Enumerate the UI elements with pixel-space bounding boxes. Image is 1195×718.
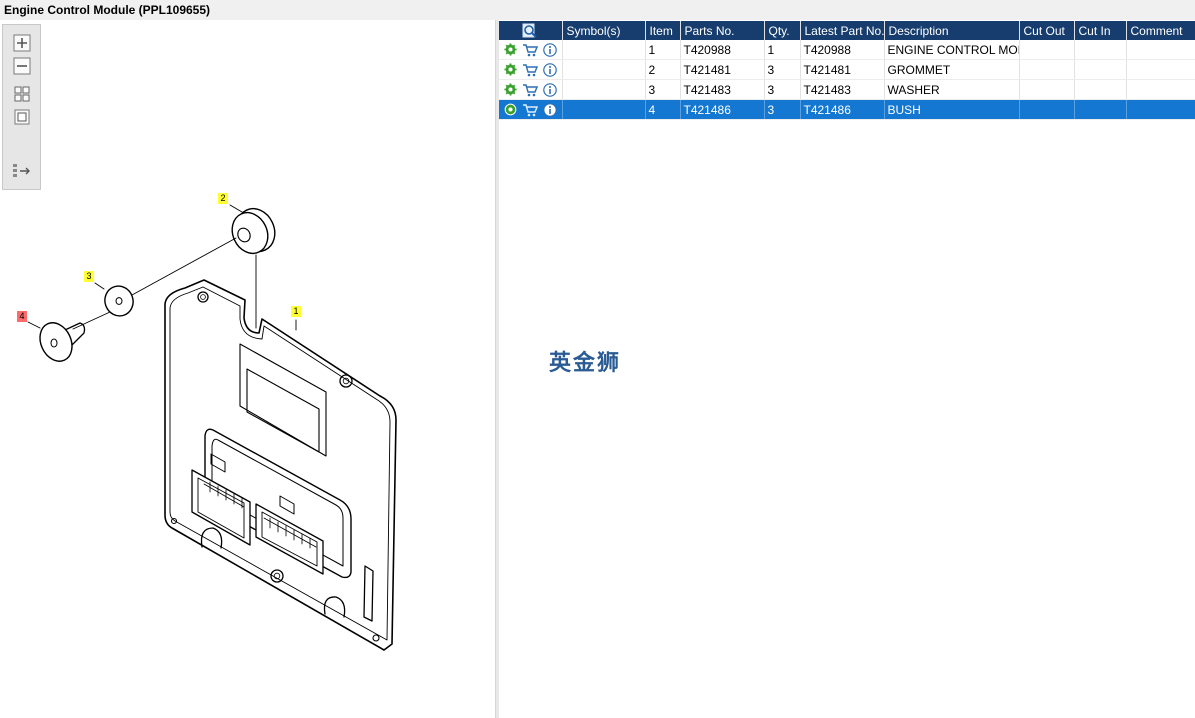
cell-qty: 3 [764,79,801,100]
grommet-part [231,207,276,255]
cell-symbols [562,99,646,120]
info-icon[interactable] [543,102,557,117]
column-header-cut-in[interactable]: Cut In [1074,21,1127,40]
export-icon [13,164,30,177]
cell-latest-part-no: T421483 [800,79,885,100]
cell-comment [1126,79,1195,100]
fit-page-button[interactable] [12,84,32,104]
zoom-out-icon [13,57,31,75]
parts-list-pane: Symbol(s) Item Parts No. Qty. Latest Par… [499,20,1195,718]
cell-parts-no: T421483 [680,79,765,100]
info-icon[interactable] [543,82,557,97]
column-header-cut-out[interactable]: Cut Out [1019,21,1075,40]
cell-cut-in [1074,99,1127,120]
cell-parts-no: T420988 [680,40,765,60]
zoom-in-button[interactable] [12,33,32,53]
row-actions [499,59,563,80]
exploded-view-drawing [27,204,397,651]
column-header-qty[interactable]: Qty. [764,21,801,40]
info-icon[interactable] [543,42,557,57]
table-row-selected[interactable]: 4 T421486 3 T421486 BUSH [499,99,1195,120]
cell-cut-in [1074,79,1127,100]
cart-icon[interactable] [522,103,538,117]
info-icon[interactable] [543,62,557,77]
washer-part [104,285,134,317]
export-button[interactable] [12,161,32,181]
window-title: Engine Control Module (PPL109655) [4,3,211,17]
cell-latest-part-no: T421486 [800,99,885,120]
actual-size-icon [14,109,30,125]
cell-symbols [562,59,646,80]
cart-icon[interactable] [522,83,538,97]
zoom-out-button[interactable] [12,56,32,76]
table-row[interactable]: 3 T421483 3 T421483 WASHER [499,79,1195,100]
row-actions [499,40,563,60]
cell-latest-part-no: T420988 [800,40,885,60]
pane-splitter[interactable] [495,20,499,718]
watermark-logo: 英金狮 [549,351,622,376]
column-header-item[interactable]: Item [645,21,681,40]
cell-cut-out [1019,40,1075,60]
column-header-description[interactable]: Description [884,21,1020,40]
actual-size-button[interactable] [12,107,32,127]
table-row[interactable]: 1 T420988 1 T420988 ENGINE CONTROL MODU [499,40,1195,60]
cell-item: 1 [645,40,681,60]
cell-parts-no: T421481 [680,59,765,80]
cell-qty: 3 [764,99,801,120]
bush-part [39,322,86,362]
column-header-actions[interactable] [499,21,563,40]
cell-symbols [562,40,646,60]
cell-qty: 3 [764,59,801,80]
drawing-toolbar [2,24,41,190]
column-header-parts-no[interactable]: Parts No. [680,21,765,40]
cell-comment [1126,59,1195,80]
cell-parts-no: T421486 [680,99,765,120]
callout-label[interactable]: 1 [291,306,301,317]
column-header-comment[interactable]: Comment [1126,21,1195,40]
cart-icon[interactable] [522,63,538,77]
cell-latest-part-no: T421481 [800,59,885,80]
cell-cut-out [1019,99,1075,120]
gear-icon[interactable] [504,103,517,116]
cell-qty: 1 [764,40,801,60]
cell-description: ENGINE CONTROL MODU [884,40,1020,60]
title-bar: Engine Control Module (PPL109655) [0,0,1195,20]
cell-comment [1126,99,1195,120]
cell-description: BUSH [884,99,1020,120]
cell-comment [1126,40,1195,60]
ecm-plate [164,279,397,651]
callout-label[interactable]: 4 [17,311,27,322]
cell-cut-in [1074,40,1127,60]
callout-label[interactable]: 3 [84,271,94,282]
cell-item: 4 [645,99,681,120]
cell-symbols [562,79,646,100]
row-actions [499,99,563,120]
zoom-in-icon [13,34,31,52]
column-header-symbols[interactable]: Symbol(s) [562,21,646,40]
cell-item: 2 [645,59,681,80]
cell-cut-in [1074,59,1127,80]
cell-item: 3 [645,79,681,100]
row-actions [499,79,563,100]
cart-icon[interactable] [522,43,538,57]
drawing-pane[interactable]: 2 3 4 1 [0,20,495,718]
cell-description: GROMMET [884,59,1020,80]
cell-cut-out [1019,79,1075,100]
search-icon [522,23,537,38]
gear-icon[interactable] [504,63,517,76]
fit-page-icon [14,86,30,102]
parts-table: Symbol(s) Item Parts No. Qty. Latest Par… [499,21,1195,120]
table-row[interactable]: 2 T421481 3 T421481 GROMMET [499,59,1195,80]
gear-icon[interactable] [504,43,517,56]
table-header-row: Symbol(s) Item Parts No. Qty. Latest Par… [499,21,1195,40]
cell-description: WASHER [884,79,1020,100]
gear-icon[interactable] [504,83,517,96]
column-header-latest-part-no[interactable]: Latest Part No. [800,21,885,40]
callout-label[interactable]: 2 [218,193,228,204]
cell-cut-out [1019,59,1075,80]
